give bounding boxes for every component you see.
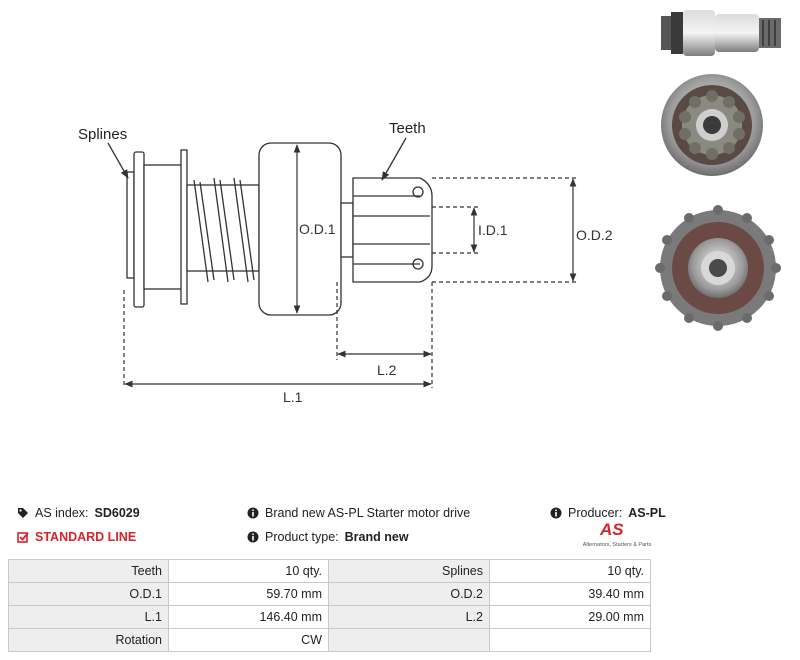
spec-key: Rotation [8,628,169,652]
teeth-callout: Teeth [389,120,426,137]
logo-tagline: Alternators, Starters & Parts [582,542,652,548]
product-type-value: Brand new [344,530,409,544]
spec-key: L.1 [8,605,169,629]
as-pl-logo: AS Alternators, Starters & Parts [582,520,652,552]
producer-value: AS-PL [628,506,666,520]
table-row: O.D.1 59.70 mm O.D.2 39.40 mm [8,582,651,606]
product-type-label: Product type: [265,530,339,544]
info-icon [247,531,259,543]
teeth-leader [381,137,407,181]
table-row: L.1 146.40 mm L.2 29.00 mm [8,605,651,629]
l1-label: L.1 [283,389,303,405]
spec-value: 29.00 mm [489,605,651,629]
shaft [340,202,354,258]
technical-drawing: Splines Teeth O.D.1 I.D.1 O.D.2 L.2 L.1 [78,120,613,405]
product-type-row: Product type: Brand new [247,530,409,544]
spec-value: 10 qty. [489,559,651,583]
od2-label: O.D.2 [576,227,613,243]
info-icon [550,507,562,519]
spec-key: Splines [328,559,490,583]
pinion-gear [352,177,433,283]
as-index-value: SD6029 [94,506,140,520]
description-row: Brand new AS-PL Starter motor drive [247,506,470,520]
spec-key: O.D.1 [8,582,169,606]
pinion-end-photo [661,74,763,176]
spec-value [489,628,651,652]
flange-plate [133,151,145,308]
splines-leader [107,142,129,179]
checkbox-checked-icon [17,532,29,543]
spec-value: 59.70 mm [168,582,329,606]
spec-table: Teeth 10 qty. Splines 10 qty. O.D.1 59.7… [8,559,651,652]
tag-icon [18,508,28,518]
producer-row: Producer: AS-PL [550,506,666,520]
producer-label: Producer: [568,506,623,520]
spec-key: O.D.2 [328,582,490,606]
side-view-photo [661,10,781,56]
id1-label: I.D.1 [478,222,508,238]
standard-line-label: STANDARD LINE [35,530,137,544]
spec-key: L.2 [328,605,490,629]
info-icon [247,507,259,519]
splines-end-photo [655,205,781,331]
l2-label: L.2 [377,362,397,378]
spec-value: CW [168,628,329,652]
as-index-label: AS index: [35,506,89,520]
logo-mark: AS [600,520,624,539]
splines-callout: Splines [78,126,127,143]
standard-line-row: STANDARD LINE [17,530,136,544]
as-index-row: AS index: SD6029 [17,506,140,520]
spring-coils [193,177,249,283]
product-photos [655,10,781,331]
spec-value: 146.40 mm [168,605,329,629]
spec-value: 39.40 mm [489,582,651,606]
table-row: Teeth 10 qty. Splines 10 qty. [8,559,651,583]
spec-key: Teeth [8,559,169,583]
table-row: Rotation CW [8,628,651,652]
spec-value: 10 qty. [168,559,329,583]
spec-key [328,628,490,652]
product-description: Brand new AS-PL Starter motor drive [265,506,471,520]
od1-label: O.D.1 [299,221,336,237]
flange [126,171,135,279]
